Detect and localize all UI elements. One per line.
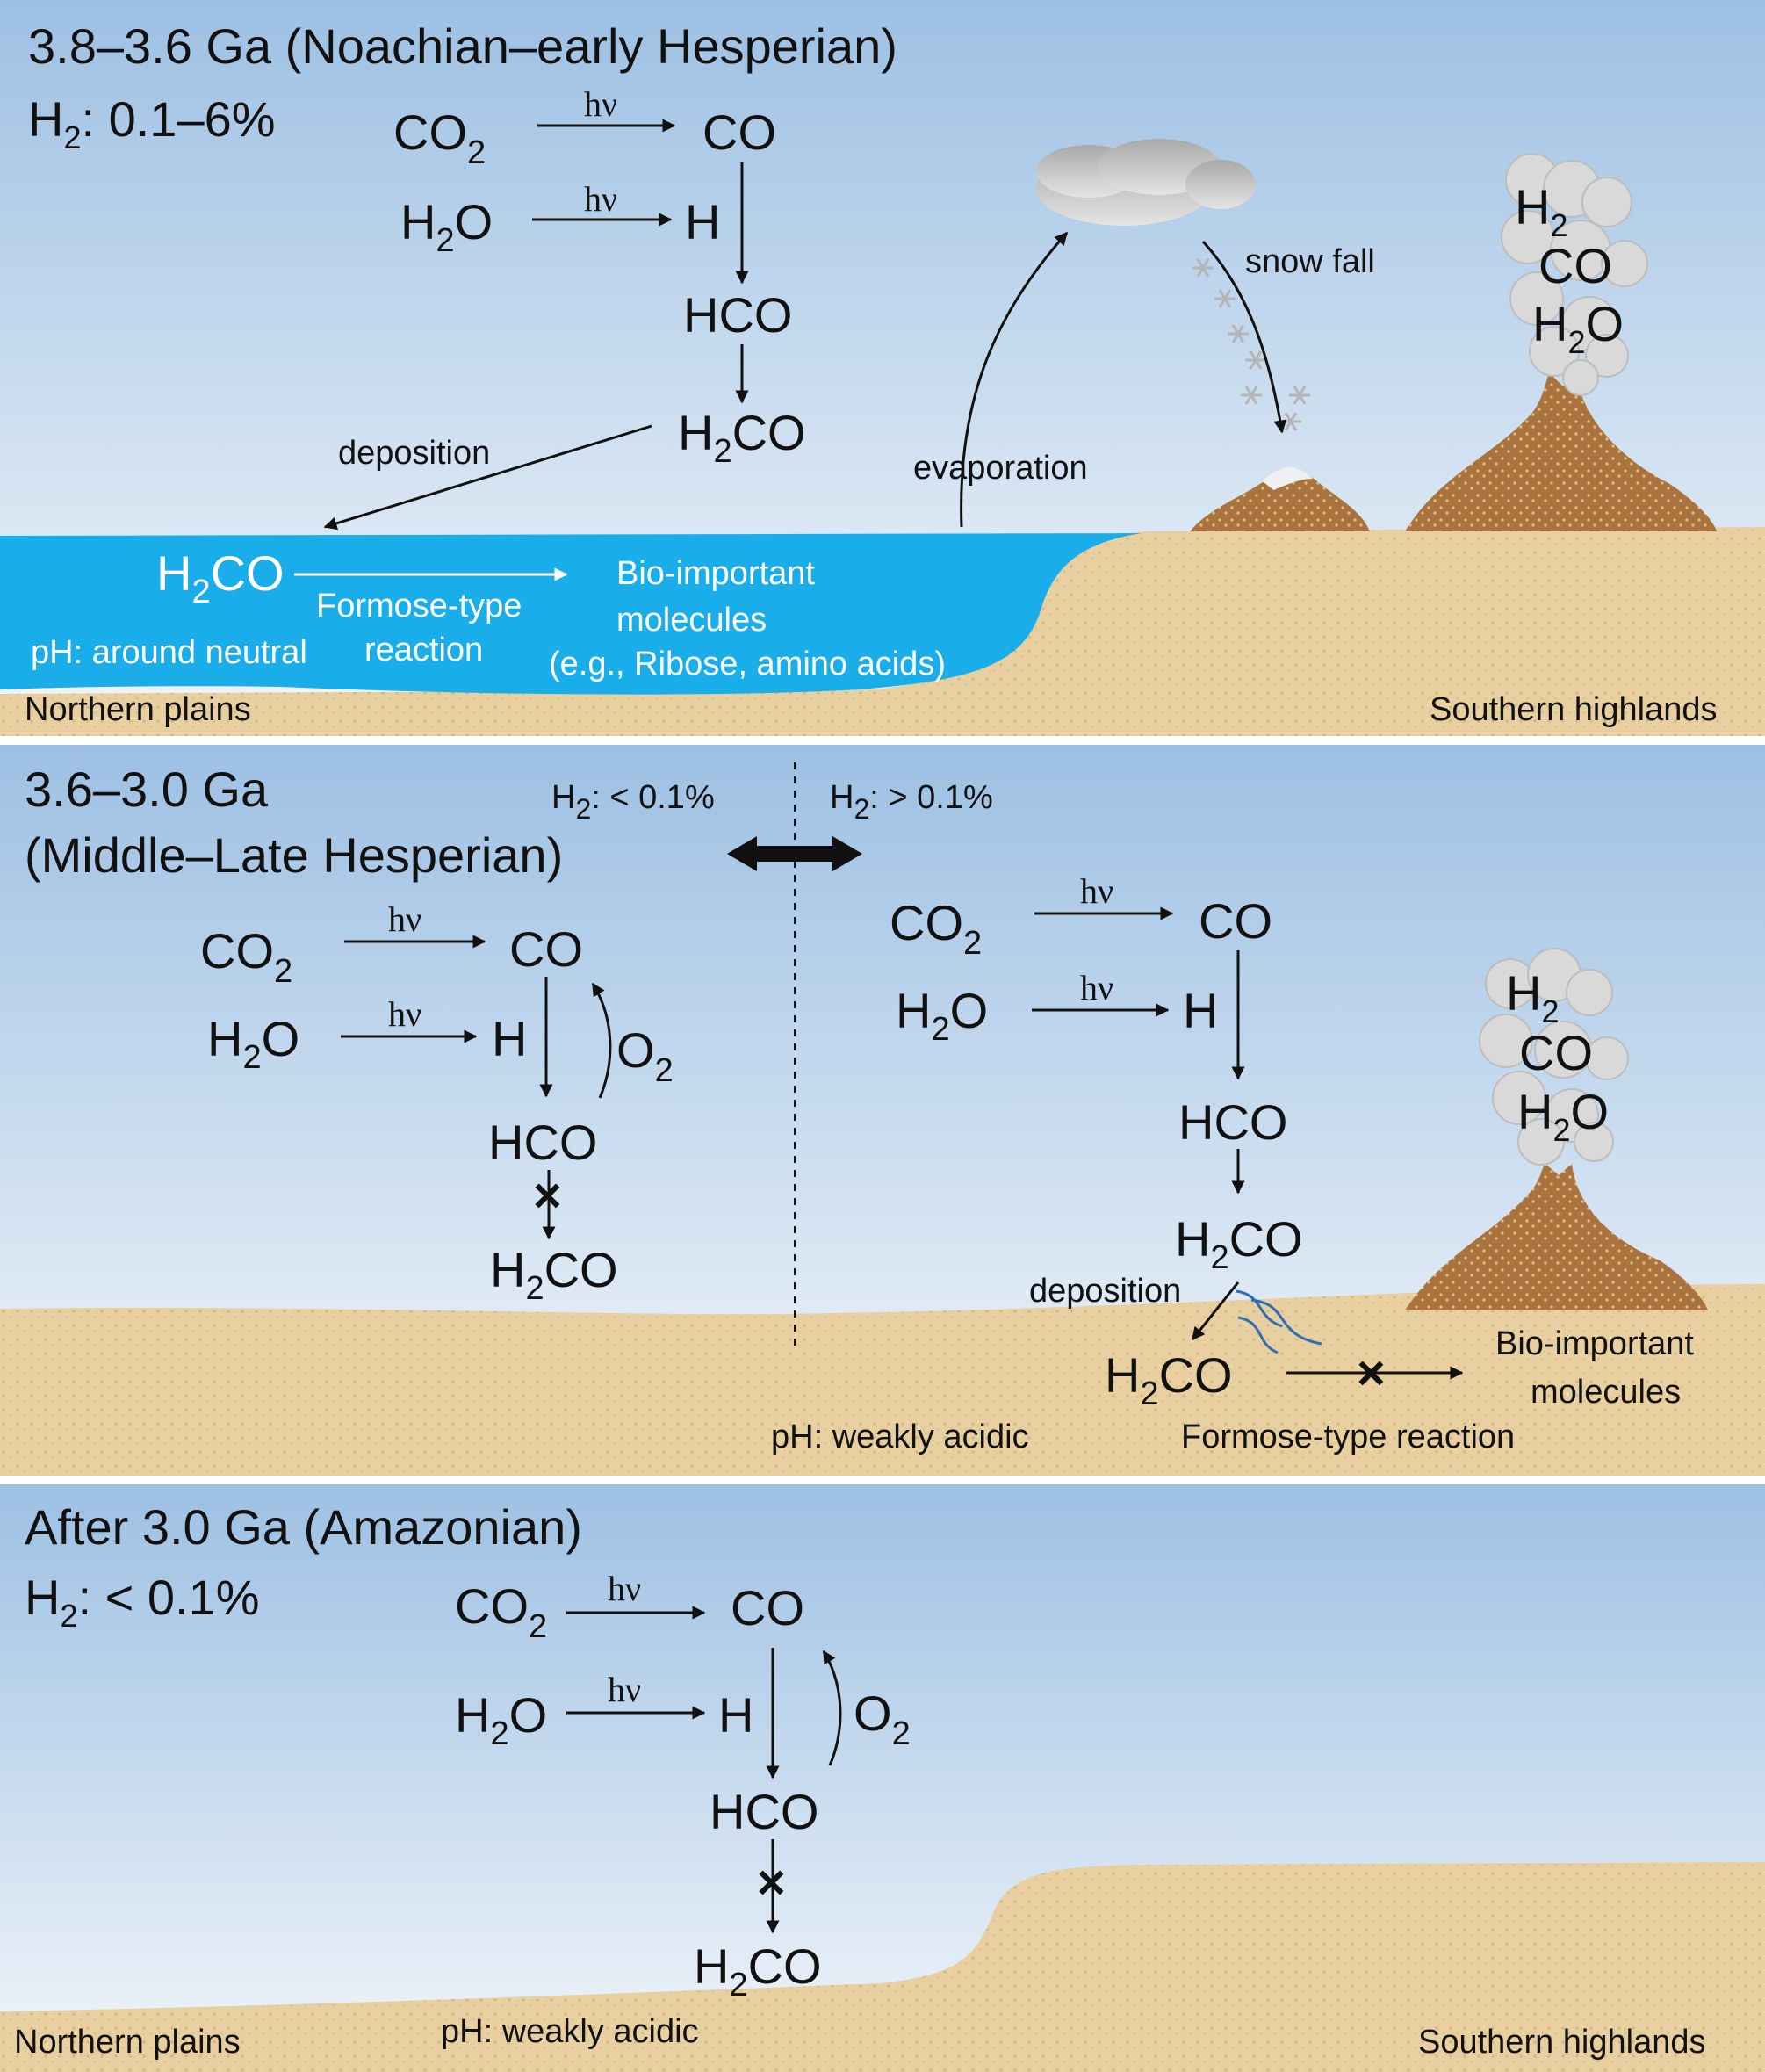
panel2-high-h2: H2: > 0.1% <box>830 779 993 825</box>
p2l-hco: HCO <box>488 1115 597 1170</box>
p2r-co2: CO2 <box>890 895 982 962</box>
panel1-volcano <box>1405 373 1717 531</box>
panel1-cloud <box>1036 139 1256 226</box>
panel3-chain: CO2 hν CO H2O hν H O2 HCO × H2CO <box>455 1569 911 2003</box>
panel1-ground <box>0 527 1765 736</box>
panel1-hv-1: hν <box>584 84 617 124</box>
formose-label-1: Formose-type <box>316 588 522 624</box>
p2r-blocked: × <box>1357 1345 1386 1400</box>
panel1-h2o: H2O <box>400 194 493 259</box>
p2r-hv-1: hν <box>1080 871 1113 911</box>
p3-hco: HCO <box>710 1784 818 1839</box>
svg-text:H2: H2 <box>1506 965 1559 1029</box>
p2r-deposition: deposition <box>1029 1273 1181 1310</box>
panel2-ph: pH: weakly acidic <box>771 1419 1029 1455</box>
ocean-h2co: H2CO <box>156 545 285 610</box>
p2l-hv-1: hν <box>388 899 421 939</box>
evaporation-label: evaporation <box>913 450 1088 487</box>
svg-text:CO: CO <box>1519 1025 1593 1080</box>
evaporation-arrow <box>960 231 1069 528</box>
panel1-co2: CO2 <box>393 105 486 171</box>
p3-h2co: H2CO <box>694 1938 822 2003</box>
p3-blocked: × <box>757 1854 786 1910</box>
panel2-right-chain: CO2 hν CO H2O hν H HCO H2CO deposition H… <box>890 871 1694 1455</box>
p2r-bio-2: molecules <box>1531 1374 1681 1411</box>
panel-noachian: 3.8–3.6 Ga (Noachian–early Hesperian) H2… <box>0 0 1765 736</box>
p2r-ground-h2co: H2CO <box>1105 1347 1233 1412</box>
panel2-ground <box>0 1284 1765 1476</box>
panel3-h2-level: H2: < 0.1% <box>25 1570 260 1634</box>
panel1-title: 3.8–3.6 Ga (Noachian–early Hesperian) <box>28 18 897 74</box>
p2l-o2: O2 <box>616 1022 674 1089</box>
panel3-title: After 3.0 Ga (Amazonian) <box>25 1499 582 1555</box>
panel3-ph: pH: weakly acidic <box>441 2013 699 2050</box>
p2l-h2o: H2O <box>207 1011 299 1076</box>
bio-molecules-1: Bio-important <box>616 555 815 592</box>
panel1-deposition-arrow <box>323 424 652 531</box>
panel1-co: CO <box>702 105 776 160</box>
svg-text:H2O: H2O <box>1532 296 1624 360</box>
panel1-h2co: H2CO <box>678 405 806 470</box>
panel2-low-h2: H2: < 0.1% <box>551 779 715 825</box>
panel2-volcano-gases: H2 CO H2O <box>1506 965 1609 1148</box>
p2r-h2co: H2CO <box>1175 1211 1303 1276</box>
p3-o2: O2 <box>854 1686 911 1752</box>
panel1-southern-highlands: Southern highlands <box>1430 691 1717 728</box>
panel2-double-arrow <box>727 836 862 871</box>
p2l-co: CO <box>509 921 583 977</box>
water-ripple-icon <box>1236 1289 1322 1354</box>
panel1-hv-2: hν <box>584 179 617 219</box>
p3-co: CO <box>731 1580 804 1635</box>
p2r-hv-2: hν <box>1080 968 1113 1007</box>
p2r-co: CO <box>1199 893 1272 949</box>
panel1-volcano-gases: H2 CO H2O <box>1515 179 1624 360</box>
panel3-northern-plains: Northern plains <box>14 2024 241 2061</box>
bio-molecules-2: molecules <box>616 602 767 639</box>
panel1-h2-level: H2: 0.1–6% <box>28 91 276 155</box>
p3-hv-2: hν <box>608 1670 641 1709</box>
p2r-h: H <box>1183 983 1218 1038</box>
p2r-hco: HCO <box>1178 1094 1287 1150</box>
panel1-small-mountain <box>1190 469 1370 531</box>
panel2-left-chain: CO2 hν CO H2O hν H O2 HCO × H2CO <box>200 899 674 1307</box>
panel2-volcano <box>1405 1164 1708 1310</box>
panel3-ground <box>0 1862 1765 2072</box>
p2l-h: H <box>492 1011 527 1066</box>
p2l-hv-2: hν <box>388 994 421 1034</box>
panel1-volcano-plume <box>1501 153 1648 396</box>
panel2-title-1: 3.6–3.0 Ga <box>25 762 269 817</box>
p2l-co2: CO2 <box>200 923 292 990</box>
p3-hv-1: hν <box>608 1569 641 1608</box>
p2r-h2o: H2O <box>896 983 988 1048</box>
snowfall-label: snow fall <box>1245 243 1375 280</box>
p3-h: H <box>718 1687 753 1743</box>
ocean-ph: pH: around neutral <box>31 634 307 671</box>
p2l-blocked: × <box>533 1167 562 1223</box>
panel-hesperian: 3.6–3.0 Ga (Middle–Late Hesperian) H2: <… <box>0 745 1765 1476</box>
svg-text:H2O: H2O <box>1517 1084 1609 1148</box>
bio-molecules-examples: (e.g., Ribose, amino acids) <box>549 646 946 682</box>
svg-text:CO: CO <box>1538 238 1612 293</box>
panel2-title-2: (Middle–Late Hesperian) <box>25 827 563 883</box>
p3-h2o: H2O <box>455 1687 547 1752</box>
p2r-formose: Formose-type reaction <box>1181 1419 1515 1455</box>
snow-cap <box>1263 467 1313 490</box>
snowfall-arrow <box>1201 240 1287 434</box>
p2l-h2co: H2CO <box>490 1242 618 1307</box>
snowflakes <box>1192 258 1310 431</box>
panel3-southern-highlands: Southern highlands <box>1418 2024 1705 2061</box>
p2r-bio-1: Bio-important <box>1495 1325 1694 1362</box>
p3-co2: CO2 <box>455 1578 547 1645</box>
panel1-deposition-label: deposition <box>338 435 490 472</box>
panel2-volcano-plume <box>1479 948 1629 1166</box>
panel1-h: H <box>685 194 720 249</box>
panel1-hco: HCO <box>683 287 792 343</box>
panel1-ocean <box>0 533 1142 695</box>
panel1-northern-plains: Northern plains <box>25 691 251 728</box>
panel-amazonian: After 3.0 Ga (Amazonian) H2: < 0.1% CO2 … <box>0 1484 1765 2072</box>
formose-label-2: reaction <box>364 632 483 668</box>
svg-text:H2: H2 <box>1515 179 1567 243</box>
